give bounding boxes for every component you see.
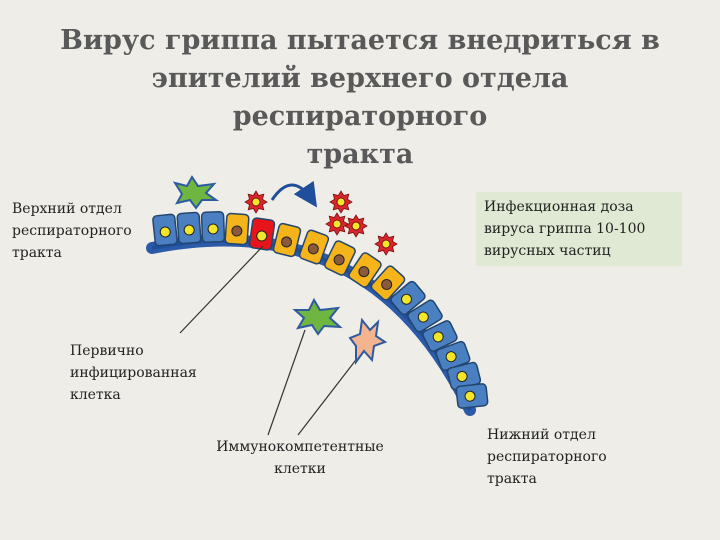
primary-infected-cell: [248, 217, 276, 251]
virus-particles: [244, 190, 398, 256]
immune-cell-icon: [172, 175, 220, 210]
infected-cell: [348, 252, 382, 288]
upper-tract-label: Верхний отдел респираторного тракта: [12, 201, 132, 261]
healthy-cell: [446, 361, 482, 391]
immune-cells-label: Иммунокомпетентные клетки: [216, 439, 384, 477]
healthy-cell: [176, 211, 202, 245]
virus-icon: [374, 232, 398, 256]
virus-icon: [344, 214, 368, 238]
virus-icon: [325, 212, 349, 236]
healthy-cell: [422, 320, 458, 352]
healthy-cell: [390, 280, 426, 316]
infectious-dose-box: Инфекционная доза вируса гриппа 10-100 в…: [476, 192, 682, 266]
infected-cell: [324, 240, 356, 276]
healthy-cell: [407, 299, 443, 333]
virus-icon: [244, 190, 268, 214]
immune-cell-icon: [292, 297, 343, 336]
healthy-cell: [152, 213, 178, 247]
healthy-cell: [200, 211, 226, 243]
primary-infected-cell-label: Первично инфицированная клетка: [70, 343, 197, 403]
pointer-line-immune-1: [267, 329, 306, 436]
pointer-line-immune-2: [297, 351, 363, 436]
virus-icon: [329, 190, 353, 214]
immune-cell-icon: [348, 317, 388, 366]
infected-cell: [224, 212, 250, 246]
pointer-line-primary: [179, 245, 264, 334]
healthy-cell: [455, 383, 489, 409]
infected-cell: [298, 229, 330, 265]
epithelial-cells: [152, 211, 489, 409]
curved-arrow-icon: [270, 180, 317, 208]
infected-cell: [272, 222, 302, 258]
lower-tract-label: Нижний отдел респираторного тракта: [487, 427, 607, 487]
infected-cell: [370, 265, 406, 301]
page-title: Вирус гриппа пытается внедриться в эпите…: [60, 25, 660, 170]
